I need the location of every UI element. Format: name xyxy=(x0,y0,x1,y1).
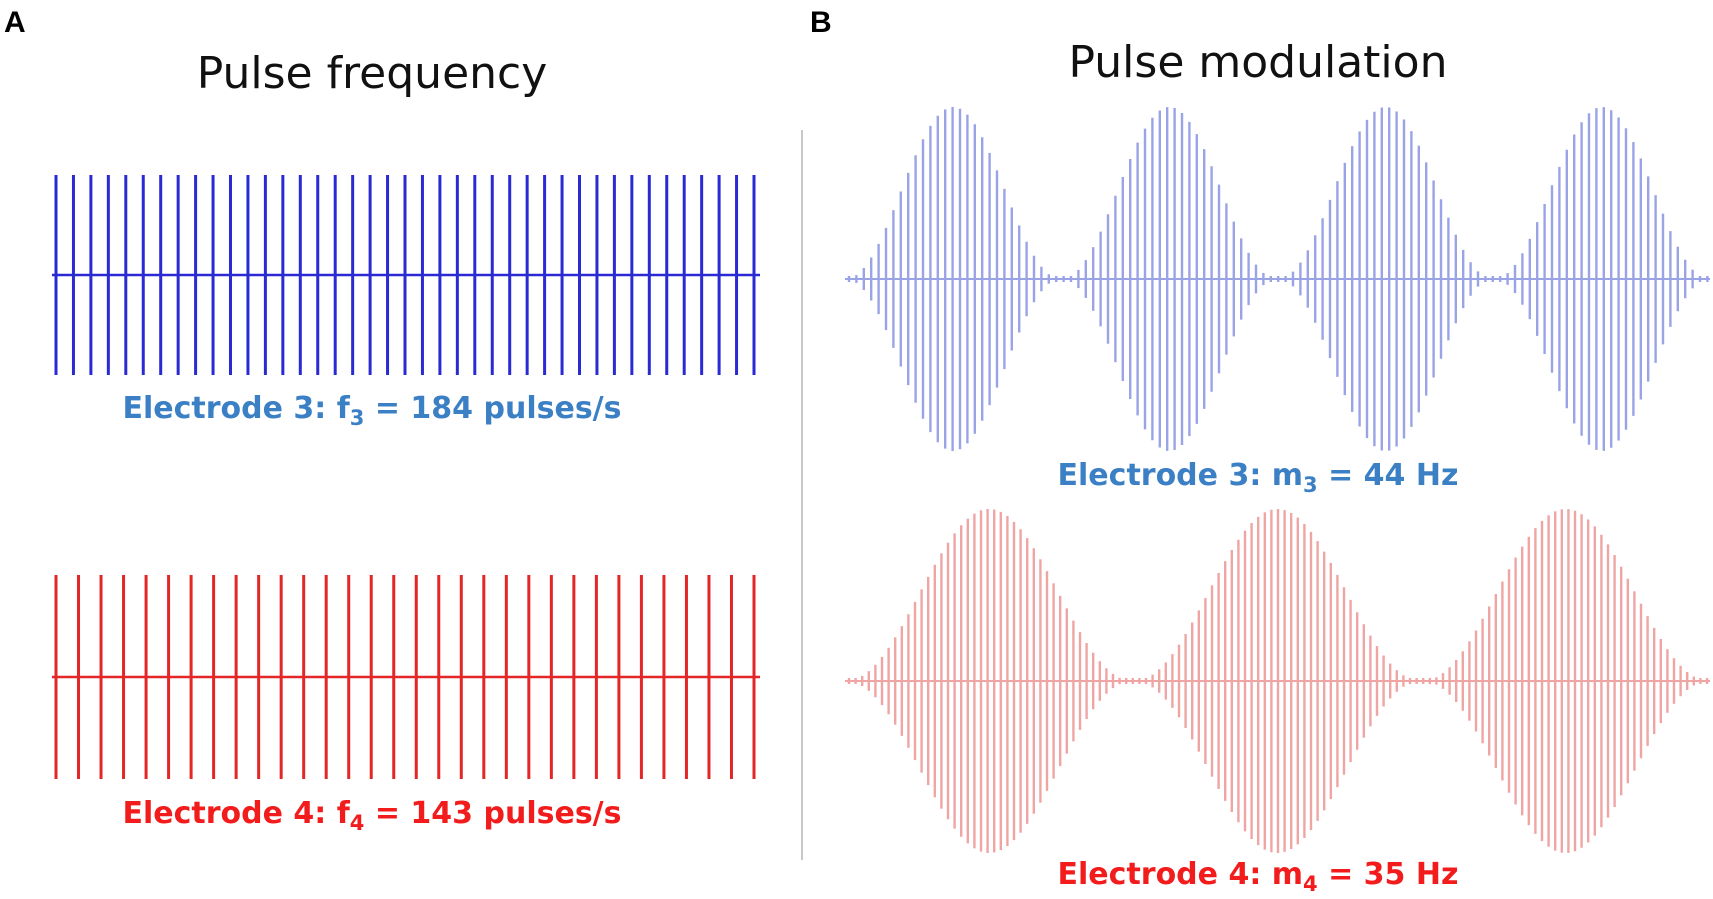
caption-suffix: = 35 Hz xyxy=(1318,857,1459,892)
caption-prefix: Electrode 4: m xyxy=(1058,857,1304,892)
panel-b-title: Pulse modulation xyxy=(1069,37,1448,88)
caption-suffix: = 44 Hz xyxy=(1318,458,1459,493)
caption-prefix: Electrode 4: f xyxy=(122,796,350,831)
caption-prefix: Electrode 3: f xyxy=(122,391,350,426)
caption-subscript: 4 xyxy=(350,811,365,835)
pulse-train-electrode-3 xyxy=(52,175,760,375)
caption-electrode-3-frequency: Electrode 3: f3 = 184 pulses/s xyxy=(122,391,621,430)
caption-electrode-3-modulation: Electrode 3: m3 = 44 Hz xyxy=(1058,458,1459,497)
modulated-train-electrode-4 xyxy=(845,509,1710,853)
caption-electrode-4-modulation: Electrode 4: m4 = 35 Hz xyxy=(1058,857,1459,896)
panel-letter-b: B xyxy=(810,6,832,39)
pulse-train-electrode-4 xyxy=(52,575,760,779)
caption-prefix: Electrode 3: m xyxy=(1058,458,1304,493)
panel-a-title: Pulse frequency xyxy=(197,48,548,99)
caption-suffix: = 143 pulses/s xyxy=(364,796,621,831)
caption-subscript: 3 xyxy=(350,406,365,430)
modulated-train-electrode-3 xyxy=(845,107,1710,451)
panel-letter-a: A xyxy=(4,6,26,39)
caption-subscript: 3 xyxy=(1303,473,1318,497)
caption-suffix: = 184 pulses/s xyxy=(364,391,621,426)
caption-subscript: 4 xyxy=(1303,872,1318,896)
caption-electrode-4-frequency: Electrode 4: f4 = 143 pulses/s xyxy=(122,796,621,835)
